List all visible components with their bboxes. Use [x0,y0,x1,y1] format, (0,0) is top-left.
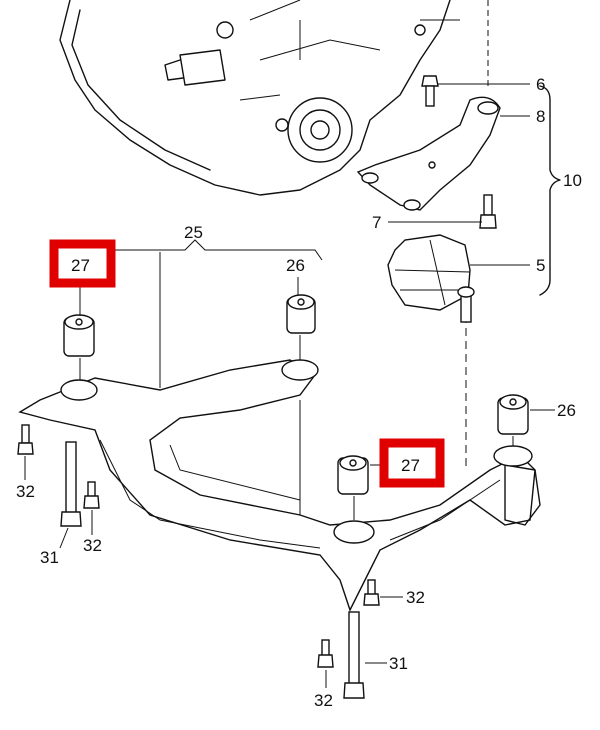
callout-10: 10 [563,171,582,190]
bushing-27-left [60,314,98,401]
callout-32-b: 32 [83,536,102,555]
callout-5: 5 [536,256,545,275]
callout-32-a: 32 [16,482,35,501]
gearbox-housing [59,0,460,196]
bolt-6 [421,75,439,107]
highlight-box-27-left [49,239,116,288]
bolts-bottom [317,579,380,699]
callout-26-right: 26 [557,401,576,420]
subframe-25 [18,359,541,612]
callout-31-b: 31 [389,654,408,673]
bushing-27-center [333,455,375,544]
callout-7: 7 [372,213,381,232]
highlight-box-27-center [379,438,445,488]
bolt-7 [479,194,497,229]
bushing-26-right [493,394,533,467]
callout-8: 8 [536,107,545,126]
group-brace-10 [539,85,561,296]
callout-26-mid: 26 [286,256,305,275]
callout-6: 6 [536,75,545,94]
callout-31-a: 31 [40,548,59,567]
callout-32-c: 32 [406,588,425,607]
gearbox-bracket-8 [356,96,501,211]
callout-32-d: 32 [314,691,333,710]
callout-27-center: 27 [401,456,420,475]
callout-25: 25 [184,223,203,242]
bolts-left [17,424,100,527]
gearbox-mount-5 [387,234,475,323]
callout-27-left: 27 [71,256,90,275]
